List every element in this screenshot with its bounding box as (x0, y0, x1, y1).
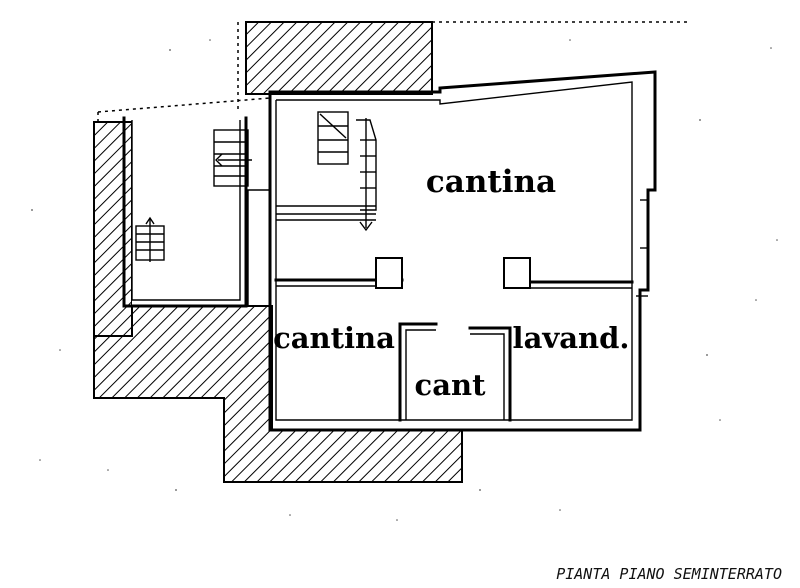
room-label-cant: cant (415, 368, 487, 402)
pillar-right (503, 257, 531, 289)
building-walls (122, 70, 657, 432)
room-label-cantina-main: cantina (426, 164, 556, 200)
room-label-cantina-left: cantina (273, 321, 395, 355)
pillar-left (375, 257, 403, 289)
plan-caption: PIANTA PIANO SEMINTERRATO (556, 565, 782, 583)
hatched-wall-top (245, 21, 433, 95)
room-label-lavanderia: lavand. (513, 321, 630, 355)
dashed-outline (97, 21, 690, 122)
stairs (135, 111, 377, 262)
scan-noise (31, 39, 778, 521)
hatched-wall-left (93, 121, 133, 337)
